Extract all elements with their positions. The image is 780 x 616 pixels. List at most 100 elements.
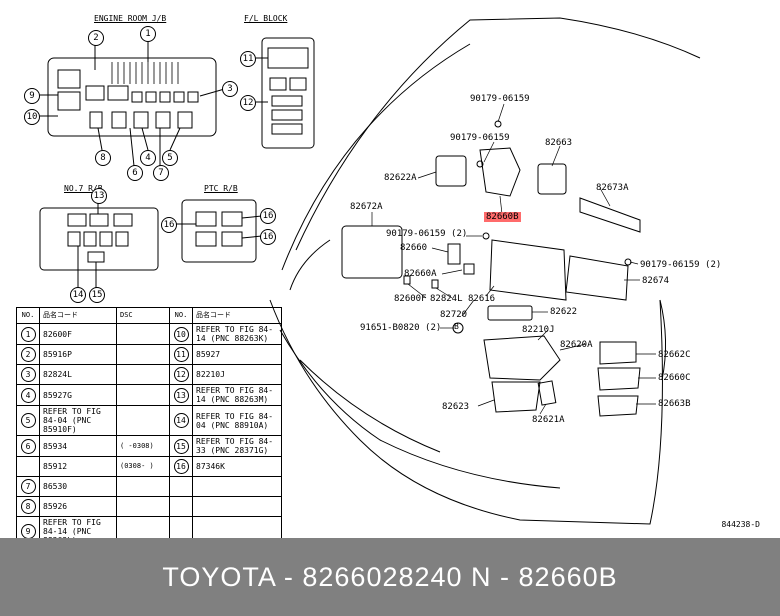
label-82622: 82622 — [550, 307, 578, 317]
row-number-circle: 11 — [173, 347, 189, 362]
row-number-circle: 1 — [20, 326, 36, 342]
label-82673A: 82673A — [596, 183, 629, 193]
label-90179-06159-2-left: 90179-06159 (2) — [386, 229, 468, 239]
table-cell-part-number: 85927G — [39, 384, 117, 406]
label-82662C: 82662C — [658, 350, 691, 360]
table-cell-empty — [192, 476, 282, 497]
label-91651-B0820: 91651-B0820 (2) — [360, 323, 442, 333]
table-cell-no: 16 — [169, 456, 193, 477]
table-cell-no: 7 — [16, 476, 40, 497]
table-cell-no: 10 — [169, 323, 193, 345]
table-cell-part-number: 82210J — [192, 364, 282, 385]
label-82663B: 82663B — [658, 399, 691, 409]
table-header-cell: 品名コード — [192, 307, 282, 324]
table-cell-no: 6 — [16, 435, 40, 457]
table-cell-part-number: 86530 — [39, 476, 117, 497]
row-number-circle: 16 — [173, 459, 189, 474]
table-cell-dsc — [116, 364, 170, 385]
callout-4: 4 — [140, 150, 156, 166]
label-90179-06159-2-right: 90179-06159 (2) — [640, 260, 722, 270]
label-82622A: 82622A — [384, 173, 417, 183]
row-number-circle: 14 — [173, 413, 189, 428]
engine-room-jb-title: ENGINE ROOM J/B — [94, 14, 167, 23]
callout-10: 10 — [24, 109, 40, 125]
table-cell-part-number: 85927 — [192, 344, 282, 365]
table-cell-no: 3 — [16, 364, 40, 385]
table-cell-dsc: ( -0308) — [116, 435, 170, 457]
label-82663: 82663 — [545, 138, 573, 148]
callout-1: 1 — [140, 26, 156, 42]
table-cell-part-number: REFER TO FIG 84-33 (PNC 28371G) — [192, 435, 282, 457]
table-cell-part-number: 85934 — [39, 435, 117, 457]
callout-2: 2 — [88, 30, 104, 46]
callout-6: 6 — [127, 165, 143, 181]
table-cell-part-number: 85916P — [39, 344, 117, 365]
row-number-circle: 2 — [20, 347, 36, 362]
label-82621A: 82621A — [532, 415, 565, 425]
table-cell-part-number: REFER TO FIG 84-04 (PNC 85910F) — [39, 405, 117, 436]
callout-5: 5 — [162, 150, 178, 166]
label-82616: 82616 — [468, 294, 496, 304]
footer-part-number: TOYOTA - 8266028240 N - 82660B — [162, 561, 618, 592]
table-cell-empty — [169, 496, 193, 517]
table-cell-no: 12 — [169, 364, 193, 385]
table-cell-no: 2 — [16, 344, 40, 365]
table-cell-dsc — [116, 344, 170, 365]
drawing-code: 844238-D — [721, 520, 760, 529]
table-cell-dsc — [116, 405, 170, 436]
label-82623: 82623 — [442, 402, 470, 412]
table-cell-part-number: 85926 — [39, 496, 117, 517]
table-header-cell: DSC — [116, 307, 170, 324]
label-82660B-highlight: 82660B — [484, 212, 521, 222]
table-cell-dsc — [116, 384, 170, 406]
row-number-circle: 13 — [173, 387, 189, 403]
table-cell-dsc — [116, 476, 170, 497]
row-number-circle: 6 — [20, 438, 36, 454]
callout-13: 13 — [91, 188, 107, 204]
label-82600F: 82600F — [394, 294, 427, 304]
row-number-circle: 5 — [20, 413, 36, 428]
label-90179-06159-a: 90179-06159 — [470, 94, 530, 104]
callout-7: 7 — [153, 165, 169, 181]
label-82824L: 82824L — [430, 294, 463, 304]
label-mark-b: B — [454, 322, 459, 331]
table-cell-no: 13 — [169, 384, 193, 406]
table-cell-dsc — [116, 496, 170, 517]
table-cell-no: 5 — [16, 405, 40, 436]
callout-9: 9 — [24, 88, 40, 104]
table-cell-part-number: 87346K — [192, 456, 282, 477]
footer-bar: TOYOTA - 8266028240 N - 82660B — [0, 538, 780, 616]
table-header-cell: 品名コード — [39, 307, 117, 324]
callout-12: 12 — [240, 95, 256, 111]
table-cell-part-number: REFER TO FIG 84-14 (PNC 88263M) — [192, 384, 282, 406]
table-cell-part-number: 82824L — [39, 364, 117, 385]
row-number-circle: 12 — [173, 367, 189, 382]
table-header-cell: NO. — [16, 307, 40, 324]
callout-14: 14 — [70, 287, 86, 303]
label-82672A: 82672A — [350, 202, 383, 212]
label-82660A: 82660A — [404, 269, 437, 279]
parts-diagram: ENGINE ROOM J/B F/L BLOCK NO.7 R/B PTC R… — [16, 14, 760, 547]
label-82660C: 82660C — [658, 373, 691, 383]
table-cell-no: 14 — [169, 405, 193, 436]
callout-15: 15 — [89, 287, 105, 303]
row-number-circle: 4 — [20, 387, 36, 403]
no7-rb-title: NO.7 R/B — [64, 184, 103, 193]
diagram-linework — [39, 17, 701, 525]
callout-16c: 16 — [260, 229, 276, 245]
row-number-circle: 10 — [173, 326, 189, 342]
table-header-cell: NO. — [169, 307, 193, 324]
table-cell-part-number: REFER TO FIG 84-14 (PNC 88263K) — [192, 323, 282, 345]
table-cell-part-number: REFER TO FIG 84-04 (PNC 88910A) — [192, 405, 282, 436]
